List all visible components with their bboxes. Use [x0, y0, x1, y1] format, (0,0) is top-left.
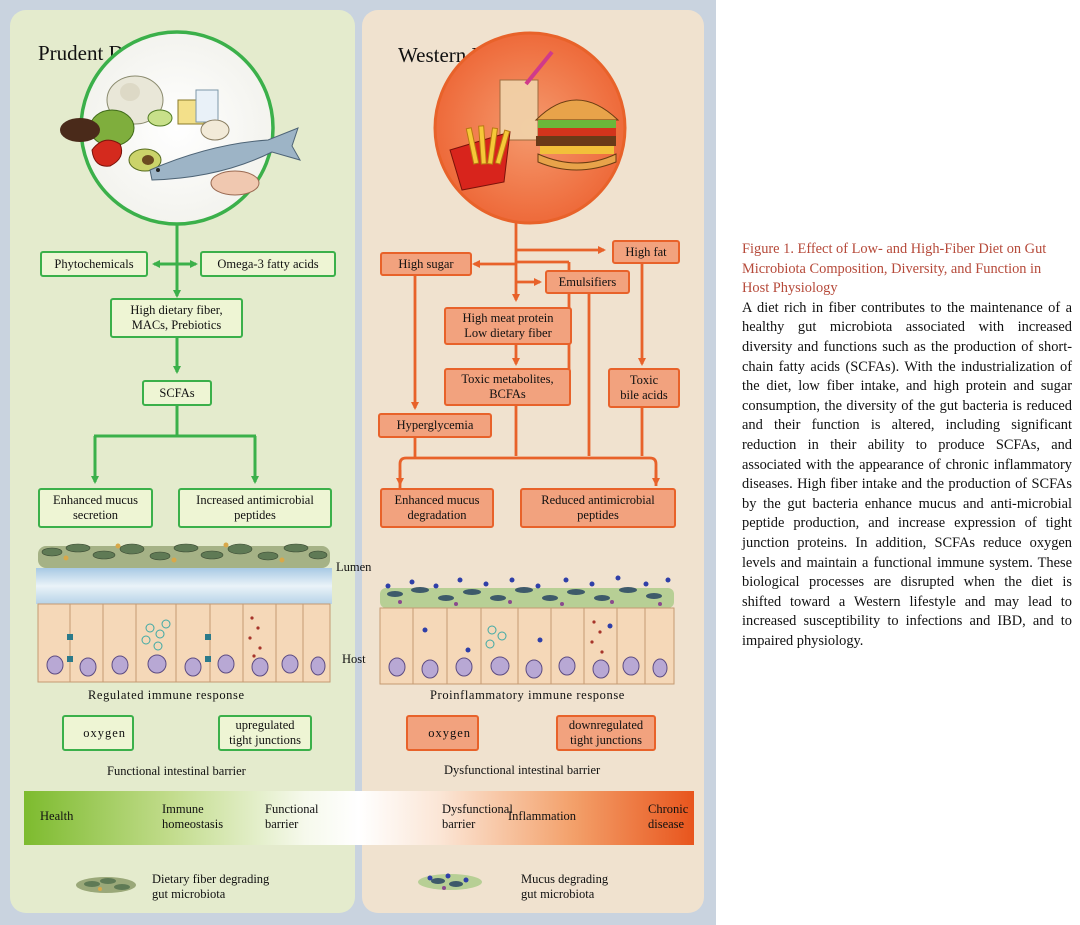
- high-meat-protein-box: High meat protein Low dietary fiber: [444, 307, 572, 345]
- prudent-diet-title: Prudent Diet: [38, 41, 145, 65]
- functional-barrier-label: Functional intestinal barrier: [107, 764, 246, 778]
- increased-antimicrobial-peptides-box: Increased antimicrobial peptides: [178, 488, 332, 528]
- bar-chronic-line2: disease: [648, 817, 685, 831]
- reduced-antimicrobial-peptides-box: Reduced antimicrobial peptides: [520, 488, 676, 528]
- increased-amp-line2: peptides: [234, 508, 276, 522]
- high-fiber-box: High dietary fiber, MACs, Prebiotics: [110, 298, 243, 338]
- mucus-degradation-line1: Enhanced mucus: [394, 493, 480, 507]
- tight-junctions-box-western: downregulated tight junctions: [556, 715, 656, 751]
- bar-dysfunctional-line1: Dysfunctional: [442, 802, 513, 816]
- omega3-box: Omega-3 fatty acids: [200, 251, 336, 277]
- toxic-bile-line2: bile acids: [620, 388, 668, 402]
- caption-body: A diet rich in fiber contributes to the …: [742, 299, 1072, 649]
- lumen-label: Lumen: [336, 560, 372, 574]
- dysfunctional-barrier-label: Dysfunctional intestinal barrier: [444, 763, 601, 777]
- high-fat-box: High fat: [612, 240, 680, 264]
- omega3-label: Omega-3 fatty acids: [217, 256, 319, 271]
- oxygen-label-western: oxygen: [428, 725, 471, 740]
- hyperglycemia-box: Hyperglycemia: [378, 413, 492, 438]
- oxygen-box-western: oxygen: [406, 715, 479, 751]
- mucus-degradation-line2: degradation: [407, 508, 467, 522]
- high-fiber-line1: High dietary fiber,: [130, 303, 223, 317]
- tj-western-line1: downregulated: [568, 718, 644, 732]
- mucus-microbiota-legend: Mucus degrading gut microbiota: [521, 872, 608, 902]
- phytochemicals-label: Phytochemicals: [54, 256, 134, 271]
- mucus-secretion-line2: secretion: [72, 508, 119, 522]
- scfas-label: SCFAs: [159, 385, 195, 400]
- host-label: Host: [342, 652, 366, 666]
- tight-junctions-box-prudent: upregulated tight junctions: [218, 715, 312, 751]
- tj-prudent-line2: tight junctions: [229, 733, 301, 747]
- reduced-amp-line1: Reduced antimicrobial: [541, 493, 655, 507]
- toxic-metabolites-line2: BCFAs: [489, 387, 526, 401]
- meat-line1: High meat protein: [462, 311, 554, 325]
- scfas-box: SCFAs: [142, 380, 212, 406]
- caption-title: Figure 1. Effect of Low- and High-Fiber …: [742, 241, 1047, 297]
- high-fat-label: High fat: [625, 244, 667, 259]
- regulated-immune-response-label: Regulated immune response: [88, 688, 245, 702]
- fiber-microbiota-legend: Dietary fiber degrading gut microbiota: [152, 872, 269, 902]
- bar-health: Health: [40, 809, 74, 823]
- high-fiber-line2: MACs, Prebiotics: [131, 318, 222, 332]
- bar-chronic-line1: Chronic: [648, 802, 689, 816]
- bar-functional-line1: Functional: [265, 802, 319, 816]
- high-sugar-box: High sugar: [380, 252, 472, 276]
- toxic-bile-line1: Toxic: [629, 373, 659, 387]
- toxic-metabolites-box: Toxic metabolites, BCFAs: [444, 368, 571, 406]
- bar-immune-line2: homeostasis: [162, 817, 224, 831]
- tj-western-line2: tight junctions: [570, 733, 642, 747]
- enhanced-mucus-degradation-box: Enhanced mucus degradation: [380, 488, 494, 528]
- oxygen-box-prudent: oxygen: [62, 715, 134, 751]
- fiber-legend-line2: gut microbiota: [152, 887, 226, 901]
- enhanced-mucus-secretion-box: Enhanced mucus secretion: [38, 488, 153, 528]
- bar-immune-line1: Immune: [162, 802, 204, 816]
- phytochemicals-box: Phytochemicals: [40, 251, 148, 277]
- figure-caption: Figure 1. Effect of Low- and High-Fiber …: [742, 240, 1072, 651]
- bar-dysfunctional-line2: barrier: [442, 817, 476, 831]
- emulsifiers-box: Emulsifiers: [545, 270, 630, 294]
- mucus-secretion-line1: Enhanced mucus: [52, 493, 139, 507]
- toxic-bile-acids-box: Toxic bile acids: [608, 368, 680, 408]
- proinflammatory-immune-response-label: Proinflammatory immune response: [430, 688, 625, 702]
- bar-functional-line2: barrier: [265, 817, 299, 831]
- bar-inflammation: Inflammation: [508, 809, 577, 823]
- increased-amp-line1: Increased antimicrobial: [196, 493, 314, 507]
- oxygen-label-prudent: oxygen: [83, 725, 126, 740]
- western-diet-title: Western Diet: [398, 43, 508, 67]
- fiber-legend-line1: Dietary fiber degrading: [152, 872, 270, 886]
- toxic-metabolites-line1: Toxic metabolites,: [461, 372, 554, 386]
- mucus-legend-line2: gut microbiota: [521, 887, 595, 901]
- mucus-legend-line1: Mucus degrading: [521, 872, 609, 886]
- meat-line2: Low dietary fiber: [464, 326, 552, 340]
- reduced-amp-line2: peptides: [577, 508, 619, 522]
- tj-prudent-line1: upregulated: [235, 718, 295, 732]
- emulsifiers-label: Emulsifiers: [558, 274, 617, 289]
- high-sugar-label: High sugar: [398, 256, 454, 271]
- hyperglycemia-label: Hyperglycemia: [396, 418, 474, 432]
